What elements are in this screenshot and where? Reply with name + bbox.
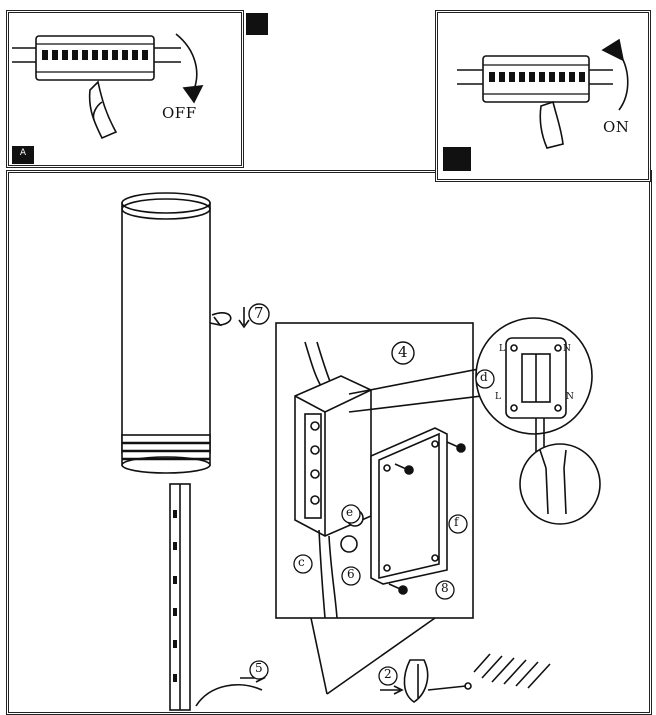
step-5-label: 5 — [255, 661, 263, 675]
callout-f-label: f — [454, 515, 459, 529]
off-label: OFF — [162, 104, 197, 122]
callout-d-label: d — [480, 370, 488, 384]
callout-e-label: e — [346, 505, 354, 519]
terminal-mark-l-top: L — [499, 344, 505, 354]
terminal-mark-l-bottom: L — [495, 392, 501, 402]
top-center-badge — [246, 13, 268, 35]
callout-d-circle — [475, 369, 495, 389]
step-8-circle — [435, 580, 455, 600]
on-label: ON — [603, 118, 630, 136]
callout-c-circle — [293, 554, 313, 574]
callout-e-circle — [341, 504, 361, 524]
lamp-tube-drawing — [121, 192, 250, 474]
panel-on-badge — [443, 147, 471, 171]
bottom-assembly-drawing — [195, 653, 551, 707]
step-2-circle — [378, 666, 398, 686]
breaker-off-drawing — [12, 33, 204, 140]
terminal-mark-n-bottom: N — [566, 392, 574, 402]
callout-c-label: c — [298, 555, 305, 569]
junction-box-drawing — [294, 341, 516, 695]
panel-off-badge: A — [12, 146, 34, 164]
step-8-label: 8 — [441, 581, 449, 595]
step-5-circle — [249, 660, 269, 680]
mounting-post-drawing — [169, 483, 191, 711]
step-4-label: 4 — [398, 343, 408, 361]
step-6-label: 6 — [347, 567, 355, 581]
step-6-circle — [341, 566, 361, 586]
step-7-label: 7 — [254, 304, 264, 322]
terminal-detail-drawing — [475, 317, 601, 525]
step-7-circle — [248, 303, 270, 325]
breaker-on-drawing — [457, 38, 629, 149]
terminal-mark-n-top: N — [563, 344, 571, 354]
step-2-label: 2 — [384, 667, 392, 681]
step-4-circle — [391, 341, 415, 365]
callout-f-circle — [448, 514, 468, 534]
